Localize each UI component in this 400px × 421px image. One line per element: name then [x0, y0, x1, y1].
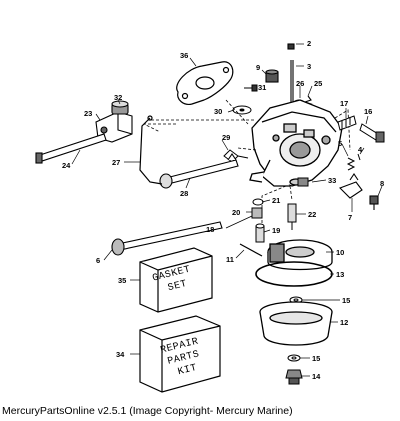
- callout-4: 4: [358, 145, 363, 154]
- callout-22: 22: [308, 210, 316, 219]
- callout-2: 2: [307, 39, 311, 48]
- callout-13: 13: [336, 270, 344, 279]
- callout-19: 19: [272, 226, 280, 235]
- callout-5: 5: [338, 139, 342, 148]
- seat-33: [297, 177, 309, 187]
- nozzle-19: [255, 223, 265, 243]
- callout-27: 27: [112, 158, 120, 167]
- float: [267, 239, 333, 271]
- callout-30: 30: [214, 107, 222, 116]
- needle-valve-22: [287, 203, 297, 230]
- bowl-nut: [285, 354, 303, 385]
- callout-10: 10: [336, 248, 344, 257]
- float-arm: [339, 173, 379, 210]
- callout-26: 26: [296, 79, 304, 88]
- float-bowl-pin: [287, 43, 295, 108]
- gasket-set-box: [139, 247, 213, 313]
- callout-14: 14: [312, 372, 321, 381]
- callout-15-lower: 15: [312, 354, 320, 363]
- repair-kit-label-line3: KIT: [177, 363, 199, 378]
- high-speed-rod: [111, 221, 223, 256]
- callout-11: 11: [226, 255, 234, 264]
- callout-28: 28: [180, 189, 188, 198]
- callout-35: 35: [118, 276, 126, 285]
- throttle-shaft: [159, 153, 239, 189]
- link-rod: [139, 115, 163, 185]
- callout-24: 24: [62, 161, 71, 170]
- callout-16: 16: [364, 107, 372, 116]
- callout-17: 17: [340, 99, 348, 108]
- choke-bracket: [95, 100, 133, 143]
- float-pin: [239, 243, 263, 257]
- callout-leaders: [71, 43, 383, 377]
- assembly-leaders: [143, 99, 351, 230]
- callout-15-upper: 15: [342, 296, 350, 305]
- cap-and-springs: [265, 69, 313, 107]
- repair-kit-box: [139, 315, 221, 393]
- gasket-set-label-line2: SET: [167, 279, 189, 294]
- throttle-plate-screw: [232, 84, 258, 115]
- callout-36: 36: [180, 51, 188, 60]
- callout-25: 25: [314, 79, 322, 88]
- main-jet-stack: [251, 198, 264, 219]
- callout-numbers: 2 3 4 5 6 7 8 9 10 11 12 13 14 15 15 16 …: [62, 39, 384, 381]
- callout-7: 7: [348, 213, 352, 222]
- mixture-needle: [359, 123, 385, 143]
- carburetor-body: [249, 99, 343, 187]
- flange-gasket: [176, 61, 234, 105]
- callout-23: 23: [84, 109, 92, 118]
- callout-31: 31: [258, 83, 266, 92]
- callout-8: 8: [380, 179, 384, 188]
- callout-3: 3: [307, 62, 311, 71]
- callout-32: 32: [114, 93, 122, 102]
- callout-9: 9: [256, 63, 260, 72]
- float-spring: [346, 153, 361, 171]
- float-bowl: [259, 301, 333, 346]
- callout-6: 6: [96, 256, 100, 265]
- callout-12: 12: [340, 318, 348, 327]
- callout-29: 29: [222, 133, 230, 142]
- callout-34: 34: [116, 350, 125, 359]
- callout-33: 33: [328, 176, 336, 185]
- adjusting-screw: [337, 115, 357, 131]
- callout-18: 18: [206, 225, 214, 234]
- callout-21: 21: [272, 196, 280, 205]
- callout-20: 20: [232, 208, 240, 217]
- image-caption: MercuryPartsOnline v2.5.1 (Image Copyrig…: [2, 405, 293, 417]
- choke-rod: [35, 133, 107, 164]
